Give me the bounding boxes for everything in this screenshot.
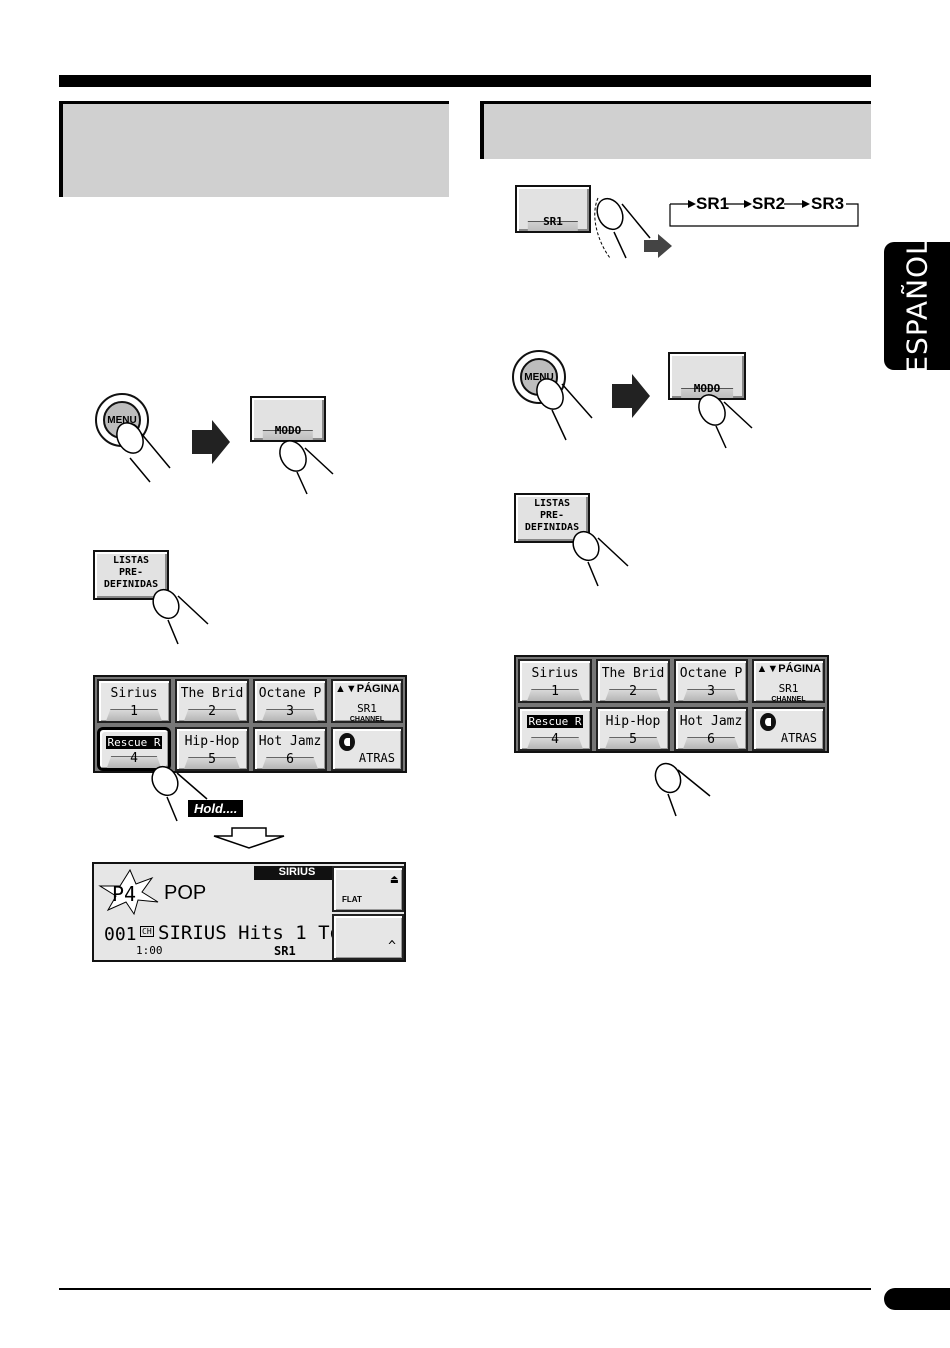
band-sr2: SR2: [752, 194, 786, 213]
atras-button[interactable]: ATRAS: [331, 727, 403, 771]
chevron-up-icon: ^: [388, 939, 396, 954]
eject-icon: ⏏: [390, 872, 398, 886]
up-button[interactable]: ^: [332, 914, 404, 960]
down-arrow-icon: [213, 827, 285, 849]
finger-icon: [698, 394, 753, 449]
modo-button[interactable]: MODO: [668, 352, 746, 400]
hold-badge: Hold....: [188, 800, 244, 817]
atras-button[interactable]: ATRAS: [752, 707, 825, 751]
band-sr3: SR3: [811, 194, 845, 213]
ch-tag: CH: [140, 926, 154, 937]
eq-button[interactable]: ⏏ FLAT: [332, 866, 404, 912]
preset-number: P4: [112, 882, 137, 906]
clock-icon: [339, 733, 355, 751]
band-label: SR1: [274, 944, 296, 958]
band-title: SIRIUS: [254, 866, 340, 880]
finger-press-icon: [594, 197, 672, 259]
sr1-button[interactable]: SR1: [515, 185, 591, 233]
finger-icon: [151, 765, 208, 822]
right-arrow-icon: [612, 374, 650, 418]
finger-icon: [572, 530, 629, 587]
finger-icon: [152, 588, 209, 645]
listas-predefinidas-button[interactable]: LISTAS PRE- DEFINIDAS: [514, 493, 590, 543]
footer-rule: [59, 1288, 871, 1290]
top-rule: [59, 75, 871, 87]
finger-icon: [116, 422, 171, 483]
band-cycle-loop: [669, 200, 859, 227]
section-header-left: [59, 101, 449, 197]
menu-knob-label: MENU: [520, 358, 558, 396]
band-sr1: SR1: [696, 194, 730, 213]
menu-knob[interactable]: MENU: [512, 350, 566, 404]
category-name: POP: [164, 882, 207, 904]
channel-number: 001: [104, 924, 137, 945]
finger-icon: [279, 440, 334, 495]
channel-title: SIRIUS Hits 1 To: [158, 922, 342, 944]
star-burst-icon: [98, 868, 162, 916]
right-arrow-icon: [192, 420, 230, 464]
finger-icon: [654, 762, 711, 817]
modo-button[interactable]: MODO: [250, 396, 326, 442]
clock-icon: [760, 713, 776, 731]
elapsed-time: 1:00: [136, 944, 163, 957]
language-tab: ESPAÑOL: [884, 238, 950, 374]
radio-display: SIRIUS P4 POP 001 CH SIRIUS Hits 1 To 1:…: [92, 862, 406, 962]
page-number-tab: [884, 1288, 950, 1310]
section-header-right: [480, 101, 871, 159]
finger-icon: [536, 378, 593, 441]
